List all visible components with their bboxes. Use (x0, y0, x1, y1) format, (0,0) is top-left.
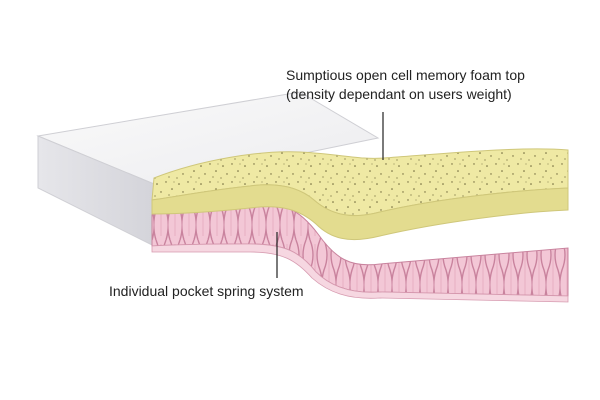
springs-callout-label: Individual pocket spring system (109, 283, 304, 299)
spring-base-edge (151, 243, 569, 303)
mattress-cover (36, 91, 380, 246)
foam-callout-label: Sumptious open cell memory foam top (den… (286, 66, 525, 104)
foam-callout-line-1: Sumptious open cell memory foam top (286, 67, 525, 83)
foam-front-face (151, 184, 569, 241)
memory-foam-layer (151, 148, 569, 241)
foam-callout-line-2: (density dependant on users weight) (286, 86, 512, 102)
